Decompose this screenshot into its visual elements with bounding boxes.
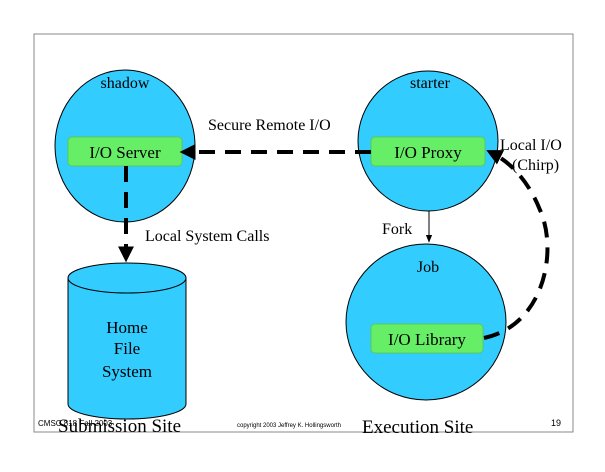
starter-label: starter	[410, 75, 451, 92]
fork-label: Fork	[382, 221, 412, 238]
file-system-line2: File	[114, 339, 140, 358]
job-label: Job	[417, 259, 439, 276]
footer-page-number: 19	[551, 418, 561, 428]
secure-remote-io-label: Secure Remote I/O	[208, 117, 331, 134]
footer-submission-site: Submission Site	[58, 416, 181, 437]
local-io-arrow	[483, 150, 550, 340]
slide-frame	[33, 33, 574, 433]
local-io-label-line1: Local I/O	[500, 137, 562, 154]
local-system-calls-label: Local System Calls	[145, 228, 269, 245]
footer-copyright: copyright 2003 Jeffrey K. Hollingsworth	[237, 423, 341, 429]
io-library-box	[370, 323, 484, 354]
starter-node: starter I/O Proxy	[357, 70, 499, 212]
cylinder-body	[67, 277, 187, 420]
job-circle	[345, 243, 507, 401]
io-proxy-label: I/O Proxy	[394, 143, 462, 162]
file-system-line3: System	[102, 362, 152, 381]
io-server-label: I/O Server	[89, 143, 161, 162]
cylinder-top	[67, 262, 187, 294]
file-system-line1: Home	[106, 318, 148, 337]
footer-execution-site: Execution Site	[362, 417, 473, 438]
io-library-label: I/O Library	[388, 330, 466, 349]
local-io-label-line2: (Chirp)	[512, 157, 559, 174]
footer-left: CMSC 818 Fall 2003	[38, 419, 113, 428]
shadow-node: shadow I/O Server	[54, 69, 196, 223]
job-node: Job I/O Library	[345, 243, 507, 401]
file-system-node: Home File System	[67, 262, 187, 420]
shadow-label: shadow	[101, 75, 150, 92]
